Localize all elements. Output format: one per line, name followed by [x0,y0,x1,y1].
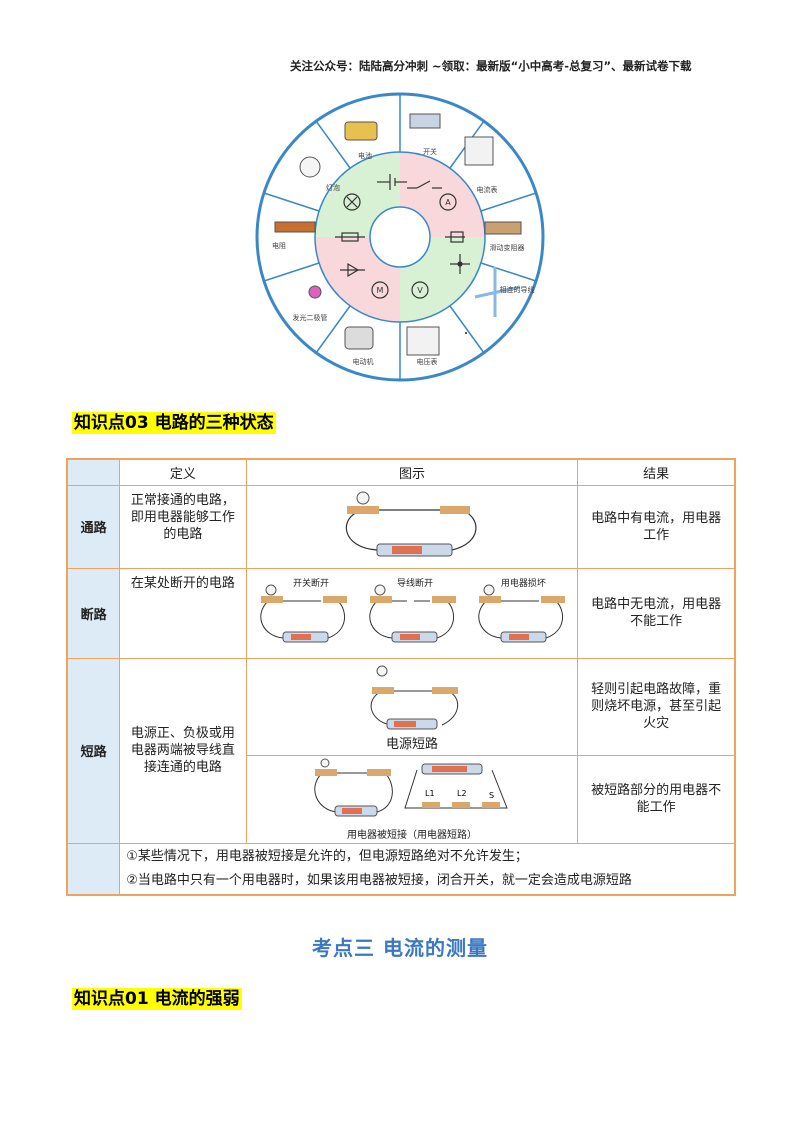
svg-text:电流表: 电流表 [477,185,498,194]
header-diagram: 图示 [245,458,579,486]
svg-text:电池: 电池 [358,151,372,160]
broken-sample-3: 用电器损坏 [471,576,571,650]
circuit-diagram-open [245,484,579,569]
section-heading-kp01: 知识点01 电流的强弱 [72,988,242,1010]
header-definition: 定义 [119,458,247,486]
row-name-short: 短路 [66,657,121,844]
row-result-device-short: 被短路部分的用电器不能工作 [577,754,736,844]
svg-text:电压表: 电压表 [417,357,438,366]
row-name-broken: 断路 [66,567,121,659]
table-row: 短路 电源正、负极或用电器两端被导线直接连通的电路 电源短路 轻则引起电路故障，… [66,657,736,844]
table-row: 断路 在某处断开的电路 开关断开 导线断开 用电器损坏 电路中无电流，用电器不能… [66,567,736,659]
svg-text:发光二极管: 发光二极管 [293,313,328,322]
broken-sample-2: 导线断开 [362,576,462,650]
header-result: 结果 [577,458,736,486]
row-result-power-short: 轻则引起电路故障，重则烧坏电源，甚至引起火灾 [577,657,736,756]
svg-text:S: S [489,791,494,800]
svg-text:灯泡: 灯泡 [326,183,340,192]
svg-text:V: V [417,286,423,295]
svg-text:开关: 开关 [423,147,437,156]
svg-text:L1: L1 [425,789,435,798]
circuit-diagram-broken: 开关断开 导线断开 用电器损坏 [245,567,579,659]
row-definition-broken: 在某处断开的电路 [119,567,247,659]
corner-cell [66,458,121,486]
device-short-illustration: L1 L2 S [314,758,508,816]
circuit-diagram-power-short: 电源短路 [245,657,579,756]
power-short-caption: 电源短路 [385,737,438,752]
svg-text:电动机: 电动机 [353,357,374,366]
header-note: 关注公众号：陆陆高分冲刺 ~领取：最新版“小中高考-总复习”、最新试卷下载 [290,59,692,73]
circuit-states-table: 定义 图示 结果 通路 正常接通的电路，即用电器能够工作的电路 电路中有电流，用… [66,458,736,896]
circuit-symbol-wheel: A V M 电池 开关 电流表 滑动变阻器 相连的导线 电压表 电动机 发光二极… [255,92,545,382]
exam-point-title: 考点三 电流的测量 [312,936,488,960]
table-note-row: ①某些情况下，用电器被短接是允许的，但电源短路绝对不允许发生； ②当电路中只有一… [66,842,736,895]
row-definition-open: 正常接通的电路，即用电器能够工作的电路 [119,484,247,569]
circuit-open-illustration [345,491,477,556]
svg-text:相连的导线: 相连的导线 [500,285,535,294]
table-header-row: 定义 图示 结果 [66,458,736,486]
broken-sample-1: 开关断开 [253,576,353,650]
note-line-2: ②当电路中只有一个用电器时，如果该用电器被短接，闭合开关，就一定会造成电源短路 [126,872,632,888]
row-result-broken: 电路中无电流，用电器不能工作 [577,567,736,659]
section-heading-kp03: 知识点03 电路的三种状态 [72,412,276,434]
power-short-illustration [370,665,459,730]
svg-text:M: M [377,286,384,295]
row-definition-short: 电源正、负极或用电器两端被导线直接连通的电路 [119,657,247,844]
svg-text:L2: L2 [457,789,467,798]
svg-text:滑动变阻器: 滑动变阻器 [490,243,525,252]
svg-text:A: A [445,198,451,207]
row-name-open: 通路 [66,484,121,569]
note-line-1: ①某些情况下，用电器被短接是允许的，但电源短路绝对不允许发生； [126,848,528,864]
svg-text:电阻: 电阻 [272,241,286,250]
table-row: L1 L2 S 用电器被短接（用电器短路） 被短路部分的用电器不能工作 [67,754,736,844]
row-result-open: 电路中有电流，用电器工作 [577,484,736,569]
table-notes: ①某些情况下，用电器被短接是允许的，但电源短路绝对不允许发生； ②当电路中只有一… [119,842,736,895]
device-short-caption: 用电器被短接（用电器短路） [346,829,477,841]
table-row: 通路 正常接通的电路，即用电器能够工作的电路 电路中有电流，用电器工作 [66,484,736,569]
circuit-diagram-device-short: L1 L2 S 用电器被短接（用电器短路） [245,754,579,844]
note-empty-cell [66,842,121,895]
